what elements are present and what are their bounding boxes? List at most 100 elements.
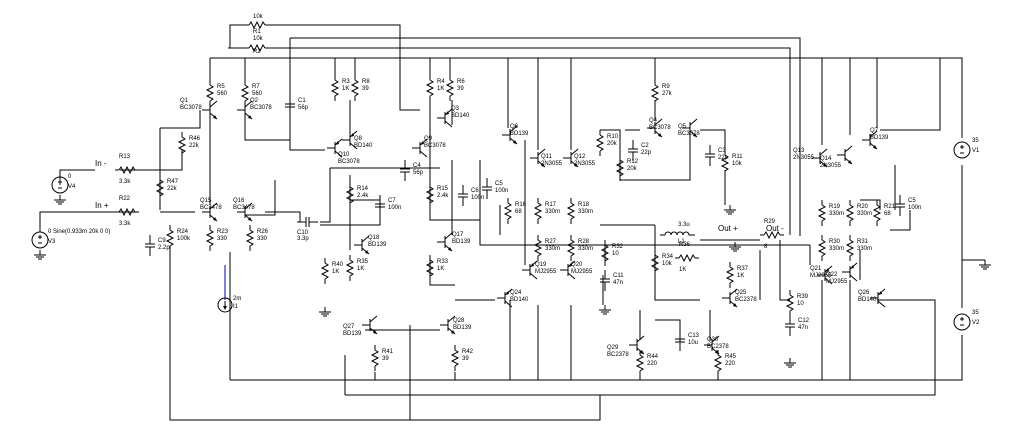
r4-value: 1K: [437, 86, 444, 92]
r33-value: 1K: [437, 266, 444, 272]
r34-value: 10k: [662, 261, 673, 267]
q30-name: Q30: [707, 337, 719, 343]
v1-value: 35: [972, 138, 979, 144]
r18-name: R18: [578, 202, 590, 208]
q7-part: BD139: [870, 135, 889, 141]
r20-name: R20: [857, 204, 869, 210]
r17-value: 330m: [545, 209, 560, 215]
r30-name: R30: [829, 239, 841, 245]
r20-value: 330m: [857, 211, 872, 217]
v2-name: V2: [972, 320, 980, 326]
q16-name: Q16: [233, 198, 245, 204]
q25-name: Q25: [735, 290, 747, 296]
q17-part: BD139: [452, 239, 471, 245]
r37-value: 1K: [737, 273, 744, 279]
r28-name: R28: [578, 239, 590, 245]
q29-name: Q29: [607, 345, 619, 351]
resistor-r28: [567, 234, 575, 262]
r16-name: R16: [515, 202, 527, 208]
q13-name: Q13: [793, 148, 805, 154]
r42-value: 39: [462, 356, 469, 362]
q4-name: Q4: [649, 118, 658, 124]
q22-part: MJ2955: [826, 279, 848, 285]
transistor-q14: [836, 145, 853, 165]
resistor-r16: [504, 197, 512, 225]
r37-name: R37: [737, 266, 749, 272]
resistor-r44: [636, 349, 644, 377]
transistor-q29: [628, 335, 645, 355]
r44-name: R44: [647, 354, 659, 360]
c5b-value: 100n: [908, 205, 921, 211]
r33-name: R33: [437, 259, 449, 265]
r9-name: R9: [662, 84, 670, 90]
r14-value: 2.4k: [357, 193, 369, 199]
q15-name: Q15: [200, 198, 212, 204]
r39-name: R39: [797, 294, 809, 300]
c9-value: 2.2p: [158, 245, 170, 251]
l1-value: 3.3u: [678, 222, 690, 228]
c13-name: C13: [688, 333, 700, 339]
r6-name: R6: [457, 79, 465, 85]
r21-name: R21: [884, 204, 896, 210]
r35-name: R35: [357, 259, 369, 265]
c1-name: C1: [298, 98, 306, 104]
resistor-r5: [206, 79, 214, 107]
c7-name: C7: [388, 198, 396, 204]
capacitor-c2: [627, 139, 639, 162]
r32-name: R32: [612, 244, 624, 250]
resistor-r-top: [244, 21, 270, 29]
r13-name: R13: [119, 154, 131, 160]
q14-part: 2N3055: [820, 163, 842, 169]
q2-part: BC3078: [250, 105, 272, 111]
transistor-q3: [436, 108, 453, 128]
inductor-l1: [660, 231, 695, 236]
r15-value: 2.4k: [437, 193, 449, 199]
r32-value: 10: [612, 251, 619, 257]
r28-value: 330m: [578, 246, 593, 252]
r23-value: 330: [217, 236, 228, 242]
resistor-r18: [567, 197, 575, 225]
v2-value: 35: [972, 310, 979, 316]
q12-part: 2N3055: [574, 161, 596, 167]
c13-value: 10u: [688, 340, 698, 346]
resistor-r8: [351, 74, 359, 102]
resistor-r41: [371, 344, 379, 372]
resistor-r26: [246, 224, 254, 252]
v1-name: V1: [972, 148, 980, 154]
r24-name: R24: [177, 229, 189, 235]
q3-part: BD140: [451, 113, 470, 119]
q1-part: BC3078: [180, 105, 202, 111]
label-out-minus: Out -: [766, 224, 784, 233]
r42-name: R42: [462, 349, 474, 355]
q20-name: Q20: [571, 262, 583, 268]
ground-icon: [728, 241, 742, 252]
c5a-name: C5: [495, 181, 503, 187]
c9-name: C9: [158, 238, 166, 244]
q5-name: Q5: [678, 124, 687, 130]
r15-name: R15: [437, 186, 449, 192]
q26-part: BD140: [858, 297, 877, 303]
r36-name: R36: [679, 242, 691, 248]
ground-icon: [723, 204, 737, 215]
q19-name: Q19: [535, 262, 547, 268]
resistor-r46: [178, 131, 186, 159]
capacitor-c4: [399, 159, 411, 182]
r18-value: 330m: [578, 209, 593, 215]
r22-name: R22: [119, 196, 131, 202]
r26-name: R26: [257, 229, 269, 235]
capacitor-c12: [784, 314, 796, 337]
ground-icon: [598, 304, 612, 315]
q26-name: Q26: [858, 290, 870, 296]
q16-part: BC3478: [233, 205, 255, 211]
c4-value: 56p: [413, 170, 424, 176]
r31-value: 330m: [857, 246, 872, 252]
i1-value: 2m: [233, 296, 241, 302]
resistor-r19: [818, 199, 826, 227]
resistor-r3: [331, 74, 339, 102]
r27-value: 330m: [545, 246, 560, 252]
capacitor-c5b: [894, 194, 906, 217]
resistor-r20: [846, 199, 854, 227]
resistor-r27: [534, 234, 542, 262]
q9-name: Q9: [424, 136, 433, 142]
